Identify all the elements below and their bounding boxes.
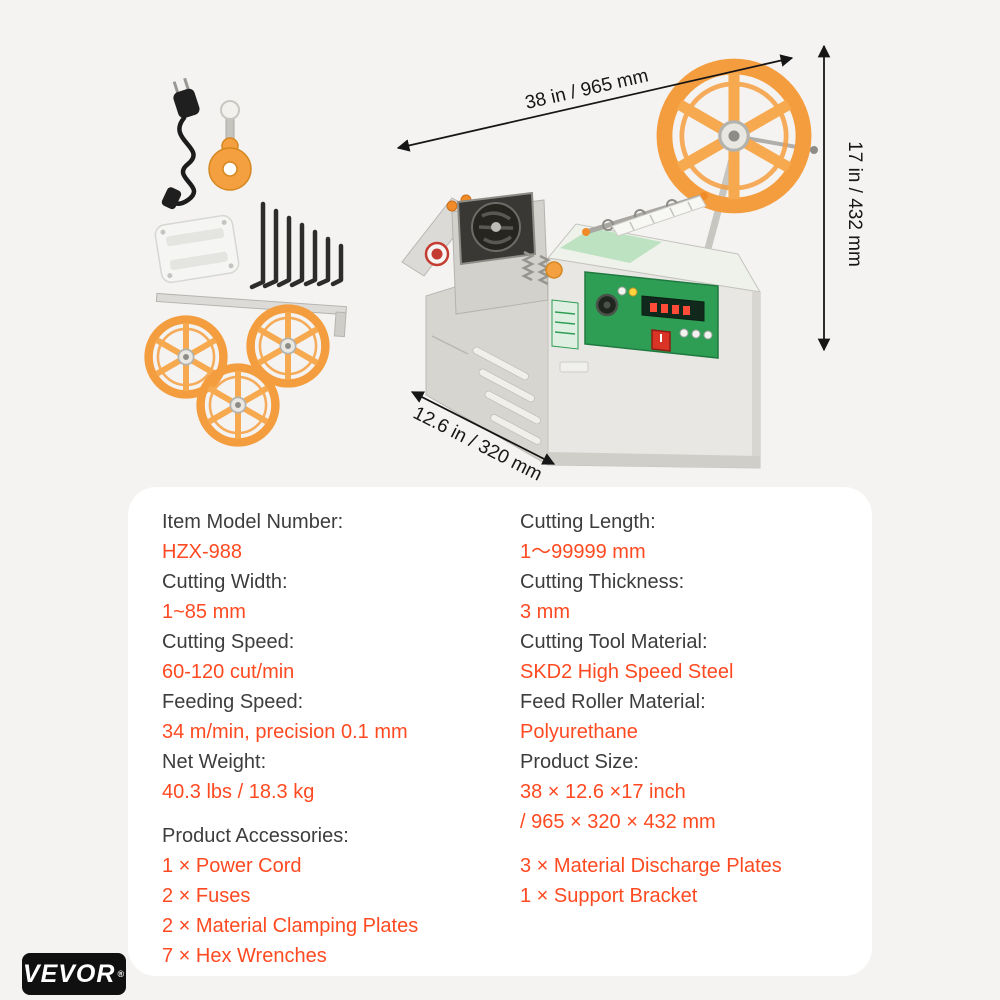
spec-row: Feeding Speed: 34 m/min, precision 0.1 m… [162,687,520,747]
accessory-item: 7 × Hex Wrenches [162,945,327,967]
spec-value: SKD2 High Speed Steel [520,661,734,683]
cutting-head [401,191,563,315]
spec-label: Feeding Speed: [162,691,304,713]
dimension-depth-arrow [410,391,556,465]
power-cord-icon [161,77,200,210]
accessories-group-left: Product Accessories: 1 × Power Cord 2 × … [162,821,520,971]
spec-label: Cutting Length: [520,511,656,533]
spec-row: Item Model Number: HZX-988 [162,507,520,567]
accessory-item: 2 × Fuses [162,885,251,907]
feed-wheel-icon [664,66,803,205]
guide-roller [545,261,563,279]
spec-label: Cutting Speed: [162,631,295,653]
accessory-item: 3 × Material Discharge Plates [520,855,782,877]
accessories-group-right: 3 × Material Discharge Plates 1 × Suppor… [520,851,850,911]
spec-column-left: Item Model Number: HZX-988 Cutting Width… [162,507,520,976]
spec-row: Cutting Tool Material: SKD2 High Speed S… [520,627,850,687]
front-label [559,361,589,373]
discharge-plates-icon [149,309,326,443]
spec-value: 40.3 lbs / 18.3 kg [162,781,315,803]
spec-value: 3 mm [520,601,570,623]
dimension-width-label: 38 in / 965 mm [523,65,650,114]
registered-mark: ® [117,969,126,979]
spec-value: 1~85 mm [162,601,246,623]
spec-label: Cutting Tool Material: [520,631,708,653]
brand-logo: VEVOR® [22,953,126,995]
spec-value: 34 m/min, precision 0.1 mm [162,721,408,743]
machine-body [401,66,818,469]
spec-column-right: Cutting Length: 1～99999 mm Cutting Thick… [520,507,850,976]
accessory-item: 2 × Material Clamping Plates [162,915,419,937]
brand-logo-text: VEVOR [22,959,116,988]
spec-label: Feed Roller Material: [520,691,706,713]
spec-label: Cutting Width: [162,571,288,593]
tape-strip [611,195,707,237]
instruction-sticker [551,299,579,350]
dimension-width-arrow [396,54,794,152]
spec-row: Product Size: 38 × 12.6 ×17 inch / 965 ×… [520,747,850,837]
spec-row: Cutting Width: 1~85 mm [162,567,520,627]
spec-row: Net Weight: 40.3 lbs / 18.3 kg [162,747,520,807]
spec-row: Cutting Speed: 60-120 cut/min [162,627,520,687]
machine-illustration: 38 in / 965 mm 17 in / 432 mm 12.6 in / … [0,44,865,485]
dimension-annotations [396,44,831,465]
spec-value-line2: / 965 × 320 × 432 mm [520,811,716,833]
spec-label: Item Model Number: [162,511,344,533]
clamp-bar [582,192,708,236]
spec-label: Cutting Thickness: [520,571,685,593]
accessories-label: Product Accessories: [162,825,349,847]
deck-sticker [560,228,662,263]
spec-card: Item Model Number: HZX-988 Cutting Width… [128,487,872,976]
spec-row: Feed Roller Material: Polyurethane [520,687,850,747]
spec-row: Cutting Length: 1～99999 mm [520,507,850,567]
spool-knob-icon [208,100,252,191]
hex-wrenches-icon [249,201,344,290]
clamping-plate-icon [154,214,240,284]
spec-label: Net Weight: [162,751,267,773]
control-panel [584,271,719,359]
spec-value: Polyurethane [520,721,638,743]
spec-value: 1～99999 mm [520,541,646,563]
spring-right [537,254,551,286]
spec-value: 38 × 12.6 ×17 inch [520,781,686,803]
spec-value: HZX-988 [162,541,243,563]
spec-row: Cutting Thickness: 3 mm [520,567,850,627]
accessory-item: 1 × Support Bracket [520,885,698,907]
accessory-item: 1 × Power Cord [162,855,302,877]
spec-value: 60-120 cut/min [162,661,295,683]
spring-left [521,250,535,282]
spec-label: Product Size: [520,751,639,773]
dimension-height-label: 17 in / 432 mm [844,141,865,267]
